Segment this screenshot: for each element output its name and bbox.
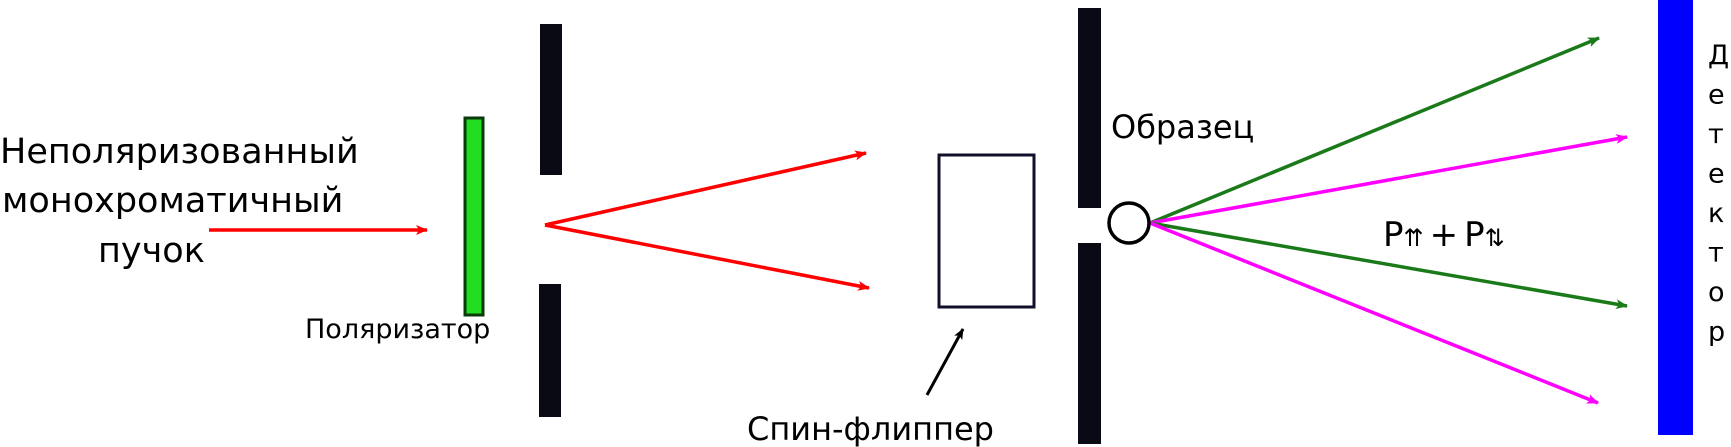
scattered-beam-magenta-upper xyxy=(1149,134,1628,225)
polarization-plus: + xyxy=(1430,215,1459,255)
sample-slit-top xyxy=(1078,8,1101,208)
red-beam-upper xyxy=(544,150,867,227)
slit-1-top xyxy=(540,24,562,175)
detector-letter: к xyxy=(1708,198,1724,229)
detector-letter: т xyxy=(1708,238,1724,269)
detector-letter: р xyxy=(1708,317,1725,348)
polarization-label: P⇈+P⇅ xyxy=(1383,215,1505,255)
sample-circle xyxy=(1107,201,1151,245)
detector-letter: Д xyxy=(1708,40,1729,71)
spin-flipper-pointer-arrow xyxy=(925,328,965,396)
red-beam-lower xyxy=(544,223,870,291)
slit-1-bottom xyxy=(539,284,561,417)
scattered-beam-green-lower xyxy=(1149,221,1628,310)
polarizer xyxy=(463,116,485,317)
spin-flipper-label: Спин-флиппер xyxy=(747,410,994,447)
polarization-p-parallel: P xyxy=(1383,215,1404,255)
sample-slit-bottom xyxy=(1078,243,1101,444)
polarization-p-antiparallel: P xyxy=(1464,215,1485,255)
scattered-beam-green-upper xyxy=(1149,36,1600,225)
detector-letter: т xyxy=(1708,119,1724,150)
detector xyxy=(1658,0,1693,435)
detector-letter: е xyxy=(1708,159,1725,190)
sample-label: Образец xyxy=(1111,108,1254,146)
parallel-spins-icon: ⇈ xyxy=(1404,224,1424,252)
beam-label-line1: Неполяризованный xyxy=(0,132,359,172)
antiparallel-spins-icon: ⇅ xyxy=(1485,224,1505,252)
spin-flipper-box xyxy=(937,153,1036,309)
detector-letter: о xyxy=(1708,277,1725,308)
detector-letter: е xyxy=(1708,80,1725,111)
beam-label-line3: пучок xyxy=(98,231,205,271)
scattered-beam-magenta-lower xyxy=(1149,221,1599,405)
polarizer-label: Поляризатор xyxy=(305,314,490,345)
beam-label-line2: монохроматичный xyxy=(2,181,343,221)
